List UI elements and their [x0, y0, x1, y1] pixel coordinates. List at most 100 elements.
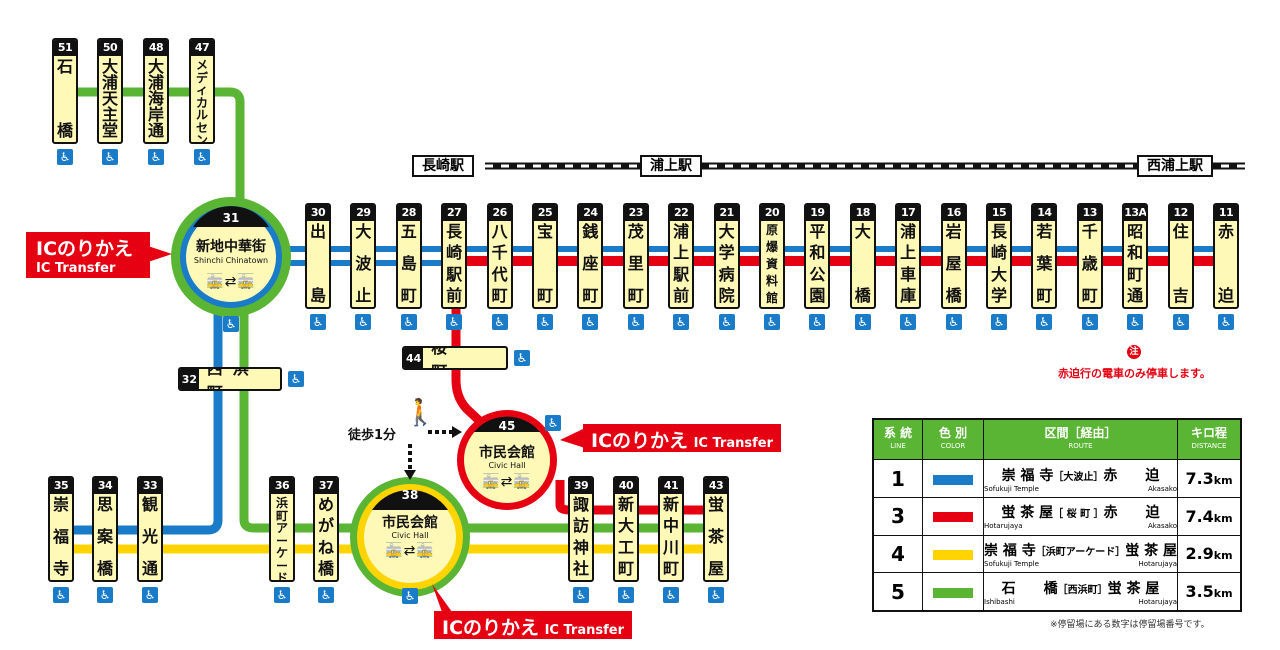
legend-line-id: 4 [872, 534, 923, 574]
stop-name: 長崎大学 [988, 221, 1010, 307]
jr-station-nagasaki[interactable]: 長崎駅 [412, 155, 474, 177]
wheelchair-icon: ♿ [400, 314, 417, 330]
stop-name-char: 新 [662, 495, 679, 514]
legend-color-swatch [933, 587, 973, 598]
stop-44[interactable]: 44 桜 町 [402, 346, 508, 370]
legend-color-swatch [933, 512, 973, 523]
stop-32[interactable]: 32 西浜町 [178, 367, 282, 391]
hub-circle-45 [457, 410, 557, 510]
stop-name-char: 岸 [147, 105, 164, 124]
stop-name-char: 新 [617, 495, 634, 514]
wheelchair-icon: ♿ [491, 314, 508, 330]
stop-name-char: 崎 [990, 243, 1007, 263]
stop-name-char: 五 [400, 222, 417, 241]
wheelchair-icon: ♿ [194, 149, 210, 165]
stop-number: 17 [897, 205, 920, 221]
stop-name-char: 堂 [101, 121, 118, 140]
hub-31-name[interactable]: 新地中華街 [196, 239, 266, 255]
hub-38-name[interactable]: 市民会館 [382, 515, 438, 531]
stop-name-char: 長 [990, 222, 1007, 241]
stop-name-char: 浦 [673, 222, 690, 241]
stop-name-char: 前 [446, 285, 463, 305]
stop-name-char: 館 [765, 290, 778, 305]
stop-name-char: 蛍 [707, 495, 724, 514]
stop-name-char: 町 [617, 558, 634, 578]
stop-name-char: 崇 [52, 495, 69, 514]
route-to: 赤 迫 [1103, 505, 1160, 522]
stop-name-char: 通 [1127, 285, 1144, 305]
jr-station-urakami[interactable]: 浦上駅 [640, 155, 702, 177]
note-mark: 注 [1127, 345, 1141, 359]
ic-transfer-jp: ICのりかえ [36, 238, 134, 260]
wheelchair-icon: ♿ [1081, 314, 1098, 330]
stop-name-char: 大 [147, 57, 164, 76]
walking-person-icon: 🚶 [404, 398, 437, 428]
route-via: ［ 桜 町 ］ [1053, 509, 1104, 521]
stop-name-char: 前 [673, 285, 690, 305]
stop-name-char: 案 [96, 527, 113, 546]
legend-distance: 2.9km [1177, 534, 1242, 574]
tram-icon: 🚋⇄🚋 [385, 543, 435, 559]
stop-name-char: め [317, 495, 334, 514]
stop-name-char: 大 [718, 222, 735, 241]
stop-name: 宝町 [534, 221, 556, 307]
wheelchair-icon: ♿ [514, 350, 530, 366]
wheelchair-icon: ♿ [446, 314, 463, 330]
legend-route-jp: 蛍 茶 屋［ 桜 町 ］赤 迫 [984, 502, 1177, 522]
stop-name-char: 千 [1081, 222, 1098, 241]
stop-number: 19 [806, 205, 829, 221]
wheelchair-icon: ♿ [618, 587, 634, 603]
tram-icon: 🚋⇄🚋 [206, 274, 256, 290]
stop-name: 大浦天主堂 [99, 56, 121, 142]
stop-name-char: 橋 [945, 286, 962, 305]
stop-number: 16 [942, 205, 965, 221]
stop-name: 長崎駅前 [443, 221, 465, 307]
legend-route-jp: 崇 福 寺［大波止］赤 迫 [984, 465, 1177, 485]
legend-color-swatch [933, 549, 973, 560]
route-via: ［大波止］ [1053, 471, 1104, 483]
jr-station-nishi-urakami[interactable]: 西浦上駅 [1137, 155, 1213, 177]
hub-45-name[interactable]: 市民会館 [479, 445, 535, 461]
route-to-en: Akasako [1147, 522, 1177, 531]
stop-name-char: 諏 [572, 495, 589, 514]
stop-47[interactable]: 47メディカルセンター [189, 38, 215, 144]
stop-name: 蛍茶屋 [705, 494, 727, 580]
wheelchair-icon: ♿ [1172, 314, 1189, 330]
